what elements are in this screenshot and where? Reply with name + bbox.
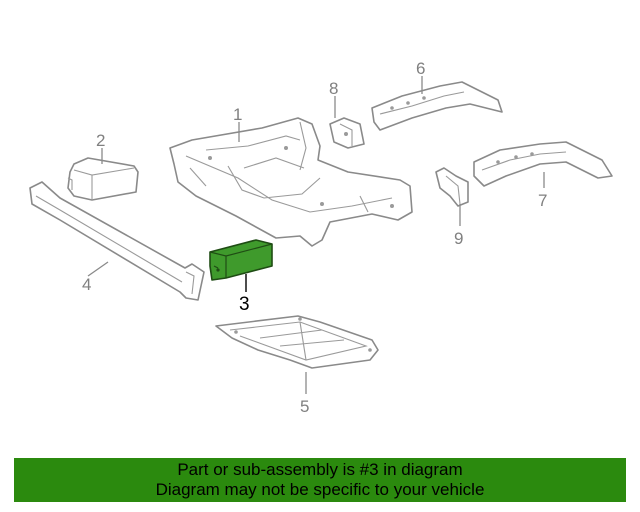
part-7-lower-rail — [473, 141, 613, 187]
part-8-bracket — [329, 117, 365, 149]
part-4-front-bar — [29, 181, 205, 301]
callout-7: 7 — [538, 191, 547, 210]
part-2-crossmember — [67, 157, 139, 201]
callout-3: 3 — [239, 294, 250, 315]
callout-8: 8 — [329, 79, 338, 98]
callout-1: 1 — [233, 105, 242, 124]
callout-lines — [87, 76, 545, 394]
banner-line-1: Part or sub-assembly is #3 in diagram — [177, 460, 463, 479]
banner-line-2: Diagram may not be specific to your vehi… — [155, 480, 485, 499]
parts-diagram: 1 2 3 4 5 6 7 8 9 — [29, 59, 613, 416]
part-6-upper-rail — [371, 81, 503, 131]
info-banner: Part or sub-assembly is #3 in diagram Di… — [14, 458, 626, 502]
part-5-skid-plate — [215, 315, 379, 369]
part-9-bracket — [435, 167, 469, 207]
callout-6: 6 — [416, 59, 425, 78]
part-1-subframe — [169, 117, 413, 247]
callout-9: 9 — [454, 229, 463, 248]
callout-5: 5 — [300, 397, 309, 416]
callout-2: 2 — [96, 131, 105, 150]
callout-4: 4 — [82, 275, 91, 294]
part-3-highlighted — [209, 239, 273, 281]
